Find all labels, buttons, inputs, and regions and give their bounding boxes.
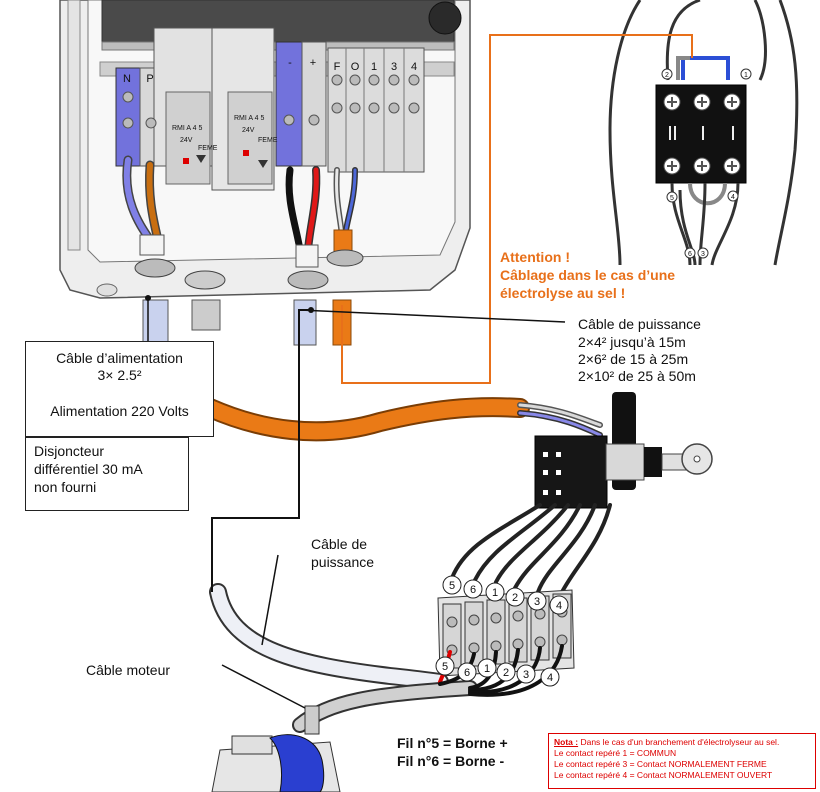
strip-number: 5 bbox=[442, 661, 448, 673]
disjoncteur-line2: différentiel 30 mA bbox=[34, 461, 143, 477]
alimentation-label-box bbox=[25, 341, 214, 437]
relay-text: 24V bbox=[180, 137, 193, 144]
terminal-label: 4 bbox=[411, 61, 417, 73]
switch-wires bbox=[450, 503, 612, 598]
alimentation-section: 3× 2.5² bbox=[97, 367, 142, 383]
attention-line3: électrolyse au sel ! bbox=[500, 285, 626, 301]
cable-glands bbox=[134, 229, 364, 346]
fil6-label: Fil n°6 = Borne - bbox=[397, 753, 505, 769]
strip-number: 6 bbox=[470, 584, 476, 596]
strip-number: 1 bbox=[484, 663, 490, 675]
terminal-label: O bbox=[351, 61, 360, 73]
terminal-strip: 5 6 1 2 3 4 bbox=[437, 575, 575, 677]
strip-lower-numbers: 5 6 1 2 3 4 bbox=[435, 656, 560, 687]
puissance2-line2: puissance bbox=[311, 554, 375, 570]
contact-number: 3 bbox=[701, 251, 705, 258]
contact-number: 6 bbox=[688, 251, 692, 258]
strip-number: 2 bbox=[512, 592, 518, 604]
strip-number: 3 bbox=[534, 596, 540, 608]
disjoncteur-line3: non fourni bbox=[34, 479, 97, 495]
relay-text: 24V bbox=[242, 127, 255, 134]
relay-text: RMI A 4 5 bbox=[172, 125, 202, 132]
alimentation-title: Câble d’alimentation bbox=[56, 350, 183, 366]
puissance-line1: 2×4² jusqu’à 15m bbox=[578, 334, 686, 350]
puissance2-line1: Câble de bbox=[311, 536, 368, 552]
strip-number: 4 bbox=[556, 600, 562, 612]
strip-number: 6 bbox=[464, 667, 470, 679]
strip-number: 2 bbox=[503, 667, 509, 679]
puissance-line3: 2×10² de 25 à 50m bbox=[578, 368, 696, 384]
fil5-label: Fil n°5 = Borne + bbox=[397, 735, 508, 751]
alimentation-voltage: Alimentation 220 Volts bbox=[50, 403, 189, 419]
terminal-label: F bbox=[334, 61, 341, 73]
nota-header: Nota : Dans le cas d'un branchement d'él… bbox=[554, 737, 810, 748]
contact-number: 2 bbox=[665, 72, 669, 79]
terminal-label: P bbox=[146, 73, 153, 85]
key-switch bbox=[534, 392, 713, 509]
nota-line3: Le contact repéré 4 = Contact NORMALEMEN… bbox=[554, 770, 773, 780]
strip-number: 5 bbox=[449, 580, 455, 592]
puissance-title: Câble de puissance bbox=[578, 316, 701, 332]
strip-number: 3 bbox=[523, 669, 529, 681]
terminal-label: 1 bbox=[371, 61, 377, 73]
motor bbox=[211, 705, 341, 792]
terminal-label: N bbox=[123, 73, 131, 85]
disjoncteur-line1: Disjoncteur bbox=[34, 443, 105, 459]
nota-line1: Le contact repéré 1 = COMMUN bbox=[554, 748, 677, 758]
nota-box: Nota : Dans le cas d'un branchement d'él… bbox=[548, 733, 816, 789]
terminal-label: + bbox=[310, 57, 316, 69]
relay-text: FEME bbox=[198, 145, 218, 152]
strip-number: 4 bbox=[547, 672, 553, 684]
terminal-rail: N P - + F O 1 3 4 RMI A 4 5 24V FEME RMI… bbox=[115, 27, 425, 191]
orange-power-cable bbox=[200, 397, 603, 442]
puissance-line2: 2×6² de 15 à 25m bbox=[578, 351, 689, 367]
terminal-label: 3 bbox=[391, 61, 397, 73]
contact-block-detail: 2 1 5 4 6 3 bbox=[608, 0, 799, 266]
attention-line2: Câblage dans le cas d’une bbox=[500, 267, 676, 283]
nota-line2: Le contact repéré 3 = Contact NORMALEMEN… bbox=[554, 759, 767, 769]
relay-text: FEME bbox=[258, 137, 278, 144]
nota-title: Nota : bbox=[554, 737, 579, 747]
attention-line1: Attention ! bbox=[500, 249, 570, 265]
nota-title-rest: Dans le cas d'un branchement d'électroly… bbox=[578, 737, 780, 747]
contact-number: 4 bbox=[731, 194, 735, 201]
strip-number: 1 bbox=[492, 587, 498, 599]
contact-number: 5 bbox=[670, 195, 674, 202]
moteur-label: Câble moteur bbox=[86, 662, 171, 678]
relay-text: RMI A 4 5 bbox=[234, 115, 264, 122]
terminal-label: - bbox=[288, 57, 292, 69]
contact-number: 1 bbox=[744, 72, 748, 79]
disjoncteur-label-box bbox=[25, 437, 189, 511]
callout-lines bbox=[145, 34, 693, 709]
